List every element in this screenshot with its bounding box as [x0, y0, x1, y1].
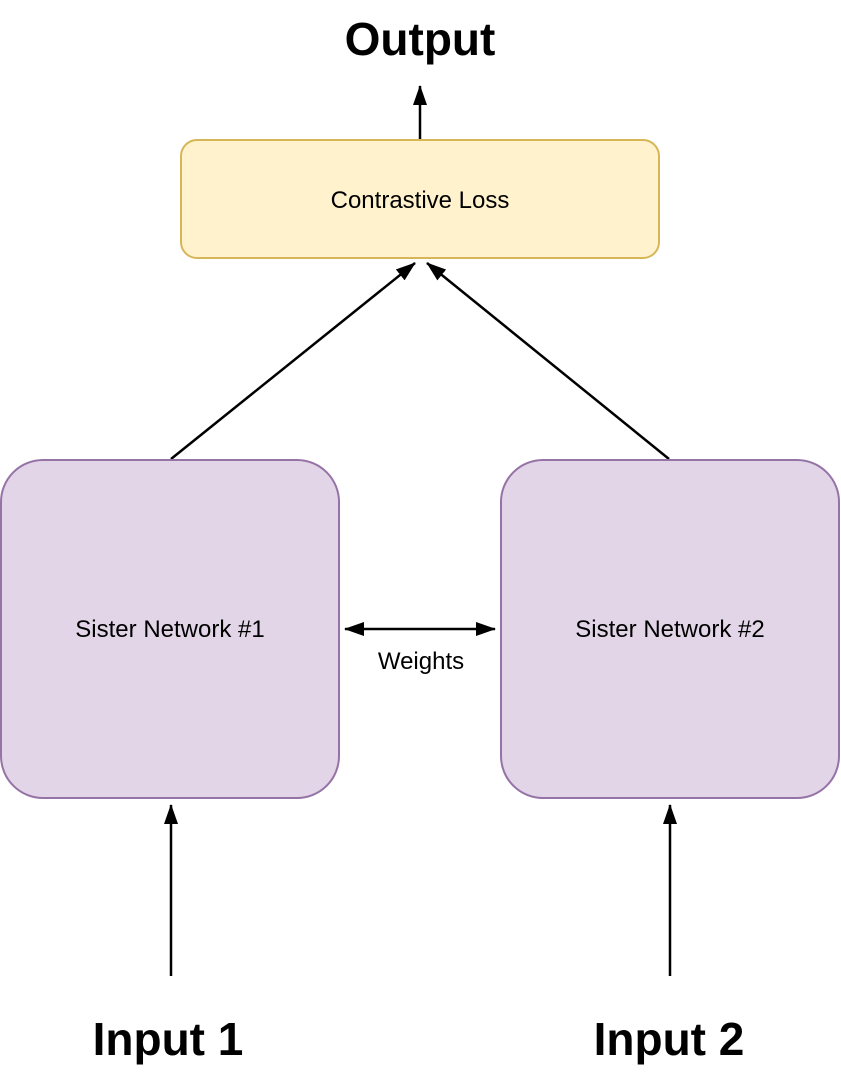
sister-network-2-label: Sister Network #2 [575, 616, 764, 643]
contrastive-loss-node [180, 139, 660, 259]
output-label: Output [345, 13, 496, 65]
connector-network2-to-loss [426, 262, 670, 460]
sister-network-1-label: Sister Network #1 [75, 616, 264, 643]
connector-network1-to-loss [170, 262, 416, 460]
weights-label: Weights [378, 648, 464, 675]
input-1-label: Input 1 [93, 1013, 244, 1065]
sister-network-2-node [500, 459, 840, 799]
input-2-label: Input 2 [594, 1013, 745, 1065]
contrastive-loss-label: Contrastive Loss [331, 187, 510, 214]
sister-network-1-node [0, 459, 340, 799]
